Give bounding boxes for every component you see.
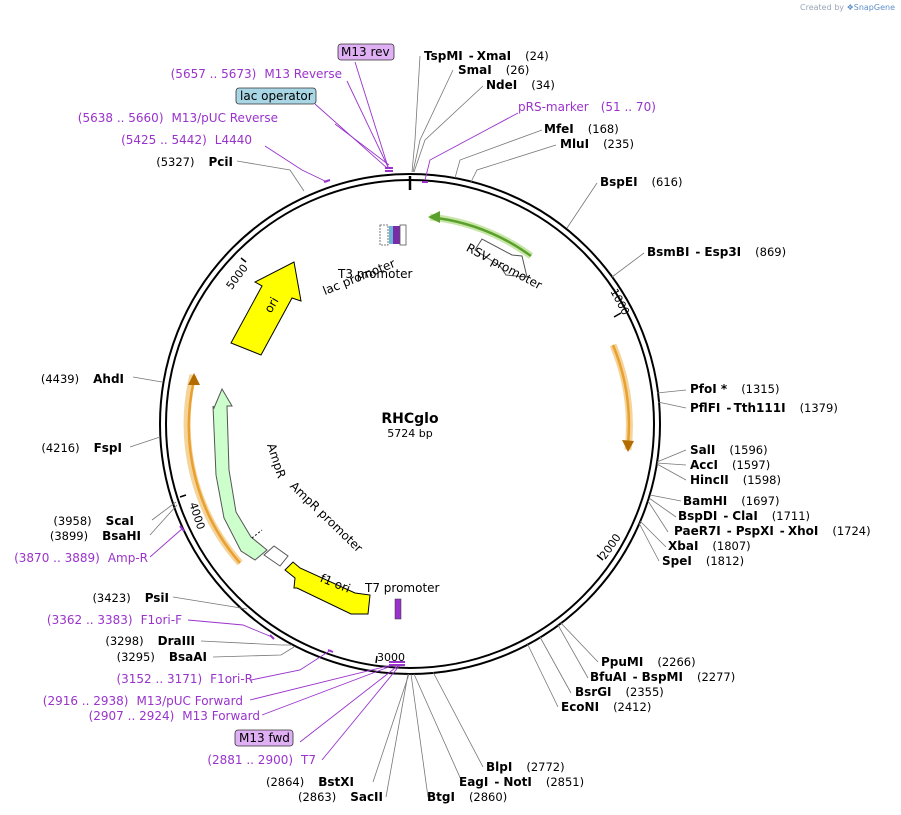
tick-label-2000: 2000 [597, 531, 624, 561]
m13-fwd-label: M13 fwd [239, 731, 290, 745]
enzyme-bfuai[interactable]: BfuAI-BspMI(2277) [590, 670, 735, 684]
enzyme-bsrgi[interactable]: BsrGI(2355) [575, 685, 664, 699]
tick-label-5000: 5000 [224, 262, 251, 292]
green-feature-arrowhead-icon [428, 211, 440, 223]
enzyme-labels: TspMI-XmaI(24) SmaI(26) NdeI(34) MfeI(16… [41, 49, 871, 804]
primer-f1ori-f[interactable]: (3362 .. 3383)F1ori-F [47, 613, 182, 627]
enzyme-bspei[interactable]: BspEI(616) [600, 175, 682, 189]
enzyme-draiii[interactable]: (3298)DraIII [105, 634, 195, 648]
primer-l4440[interactable]: (5425 .. 5442)L4440 [121, 133, 252, 147]
ori-feature[interactable] [230, 261, 302, 356]
enzyme-hincii[interactable]: HincII(1598) [690, 473, 781, 487]
plasmid-backbone [159, 173, 661, 675]
orange-feature-left-arrowhead-icon [188, 373, 200, 385]
plasmid-name: RHCglo [381, 411, 439, 427]
enzyme-pflfi[interactable]: PflFI-Tth111I(1379) [690, 401, 838, 415]
ampr-promoter-feature[interactable] [263, 545, 289, 567]
t3-promoter-label: T3 promoter [337, 267, 413, 281]
primer-m13-puc-reverse[interactable]: (5638 .. 5660)M13/pUC Reverse [78, 111, 278, 125]
credit-brand: SnapGene [853, 3, 895, 12]
ampr-promoter-label: AmpR promoter [287, 479, 365, 555]
enzyme-pcii[interactable]: (5327)PciI [156, 155, 233, 169]
enzyme-bsmbi[interactable]: BsmBI-Esp3I(869) [647, 245, 786, 259]
enzyme-eagi[interactable]: EagI-NotI(2851) [459, 775, 584, 789]
enzyme-btgi[interactable]: BtgI(2860) [427, 790, 507, 804]
enzyme-econi[interactable]: EcoNI(2412) [561, 700, 651, 714]
primer-labels: (5657 .. 5673)M13 Reverse (5638 .. 5660)… [14, 67, 656, 767]
enzyme-psii[interactable]: (3423)PsiI [92, 591, 169, 605]
primer-marks [179, 167, 428, 666]
enzyme-bsaai[interactable]: (3295)BsaAI [117, 650, 207, 664]
primer-t7[interactable]: (2881 .. 2900)T7 [207, 753, 316, 767]
t7-promoter-label: T7 promoter [364, 581, 440, 595]
enzyme-bamhi[interactable]: BamHI(1697) [683, 494, 780, 508]
lac-operator-box[interactable]: lac operator [235, 87, 317, 105]
enzyme-mlui[interactable]: MluI(235) [560, 137, 634, 151]
enzyme-ndei[interactable]: NdeI(34) [486, 78, 555, 92]
enzyme-sacii[interactable]: (2863)SacII [298, 790, 383, 804]
orange-feature-right[interactable] [611, 344, 631, 446]
f1-ori-feature[interactable] [284, 561, 371, 615]
primer-leader-lines [149, 61, 519, 761]
orange-feature-left[interactable] [187, 379, 241, 564]
enzyme-bspdi[interactable]: BspDI-ClaI(1711) [678, 509, 810, 523]
ampr-feature[interactable] [212, 387, 268, 561]
m13-rev-box[interactable]: M13 rev [337, 43, 395, 61]
ori-label: ori [262, 295, 282, 316]
lac-operator-label: lac operator [240, 89, 313, 103]
rsv-promoter-feature[interactable] [474, 238, 528, 278]
enzyme-smai[interactable]: SmaI(26) [458, 63, 529, 77]
enzyme-scai[interactable]: (3958)ScaI [53, 514, 134, 528]
primer-prs-marker[interactable]: pRS-marker(51 .. 70) [518, 100, 656, 114]
m13-fwd-box[interactable]: M13 fwd [234, 729, 294, 747]
snapgene-logo-icon: ❖ [846, 3, 854, 12]
primer-m13-puc-forward[interactable]: (2916 .. 2938)M13/pUC Forward [43, 694, 243, 708]
primer-m13-reverse[interactable]: (5657 .. 5673)M13 Reverse [171, 67, 342, 81]
enzyme-tspmi[interactable]: TspMI-XmaI(24) [424, 49, 549, 63]
t7-promoter-feature[interactable] [394, 598, 402, 620]
enzyme-blpi[interactable]: BlpI(2772) [486, 760, 565, 774]
enzyme-ahdi[interactable]: (4439)AhdI [41, 372, 124, 386]
enzyme-bstxi[interactable]: (2864)BstXI [266, 775, 354, 789]
enzyme-fspi[interactable]: (4216)FspI [41, 441, 122, 455]
enzyme-pfoi[interactable]: PfoI *(1315) [690, 382, 779, 396]
primer-f1ori-r[interactable]: (3152 .. 3171)F1ori-R [116, 672, 253, 686]
rsv-promoter-label: RSV promoter [464, 241, 544, 293]
enzyme-leader-lines [129, 55, 687, 798]
primer-amp-r[interactable]: (3870 .. 3889)Amp-R [14, 551, 148, 565]
enzyme-paer7i[interactable]: PaeR7I-PspXI-XhoI(1724) [674, 524, 871, 538]
enzyme-mfei[interactable]: MfeI(168) [544, 122, 619, 136]
enzyme-spei[interactable]: SpeI(1812) [662, 554, 744, 568]
enzyme-sali[interactable]: SalI(1596) [690, 443, 768, 457]
enzyme-xbai[interactable]: XbaI(1807) [668, 539, 751, 553]
features: ori AmpR AmpR promoter f1 ori T7 promote… [183, 211, 634, 620]
enzyme-ppumi[interactable]: PpuMI(2266) [601, 655, 696, 669]
ampr-label: AmpR [264, 442, 288, 480]
enzyme-acci[interactable]: AccI(1597) [690, 458, 770, 472]
tick-label-3000: 3000 [377, 651, 405, 664]
green-feature[interactable] [436, 216, 532, 258]
m13-rev-label: M13 rev [341, 45, 390, 59]
enzyme-bsahi[interactable]: (3899)BsaHI [50, 529, 141, 543]
primer-m13-forward[interactable]: (2907 .. 2924)M13 Forward [89, 709, 260, 723]
snapgene-credit: Created by ❖SnapGene [800, 3, 895, 12]
plasmid-length: 5724 bp [387, 427, 432, 440]
credit-prefix: Created by [800, 3, 845, 12]
orange-feature-right-arrowhead-icon [622, 440, 634, 452]
lac-region-features[interactable] [379, 224, 407, 246]
